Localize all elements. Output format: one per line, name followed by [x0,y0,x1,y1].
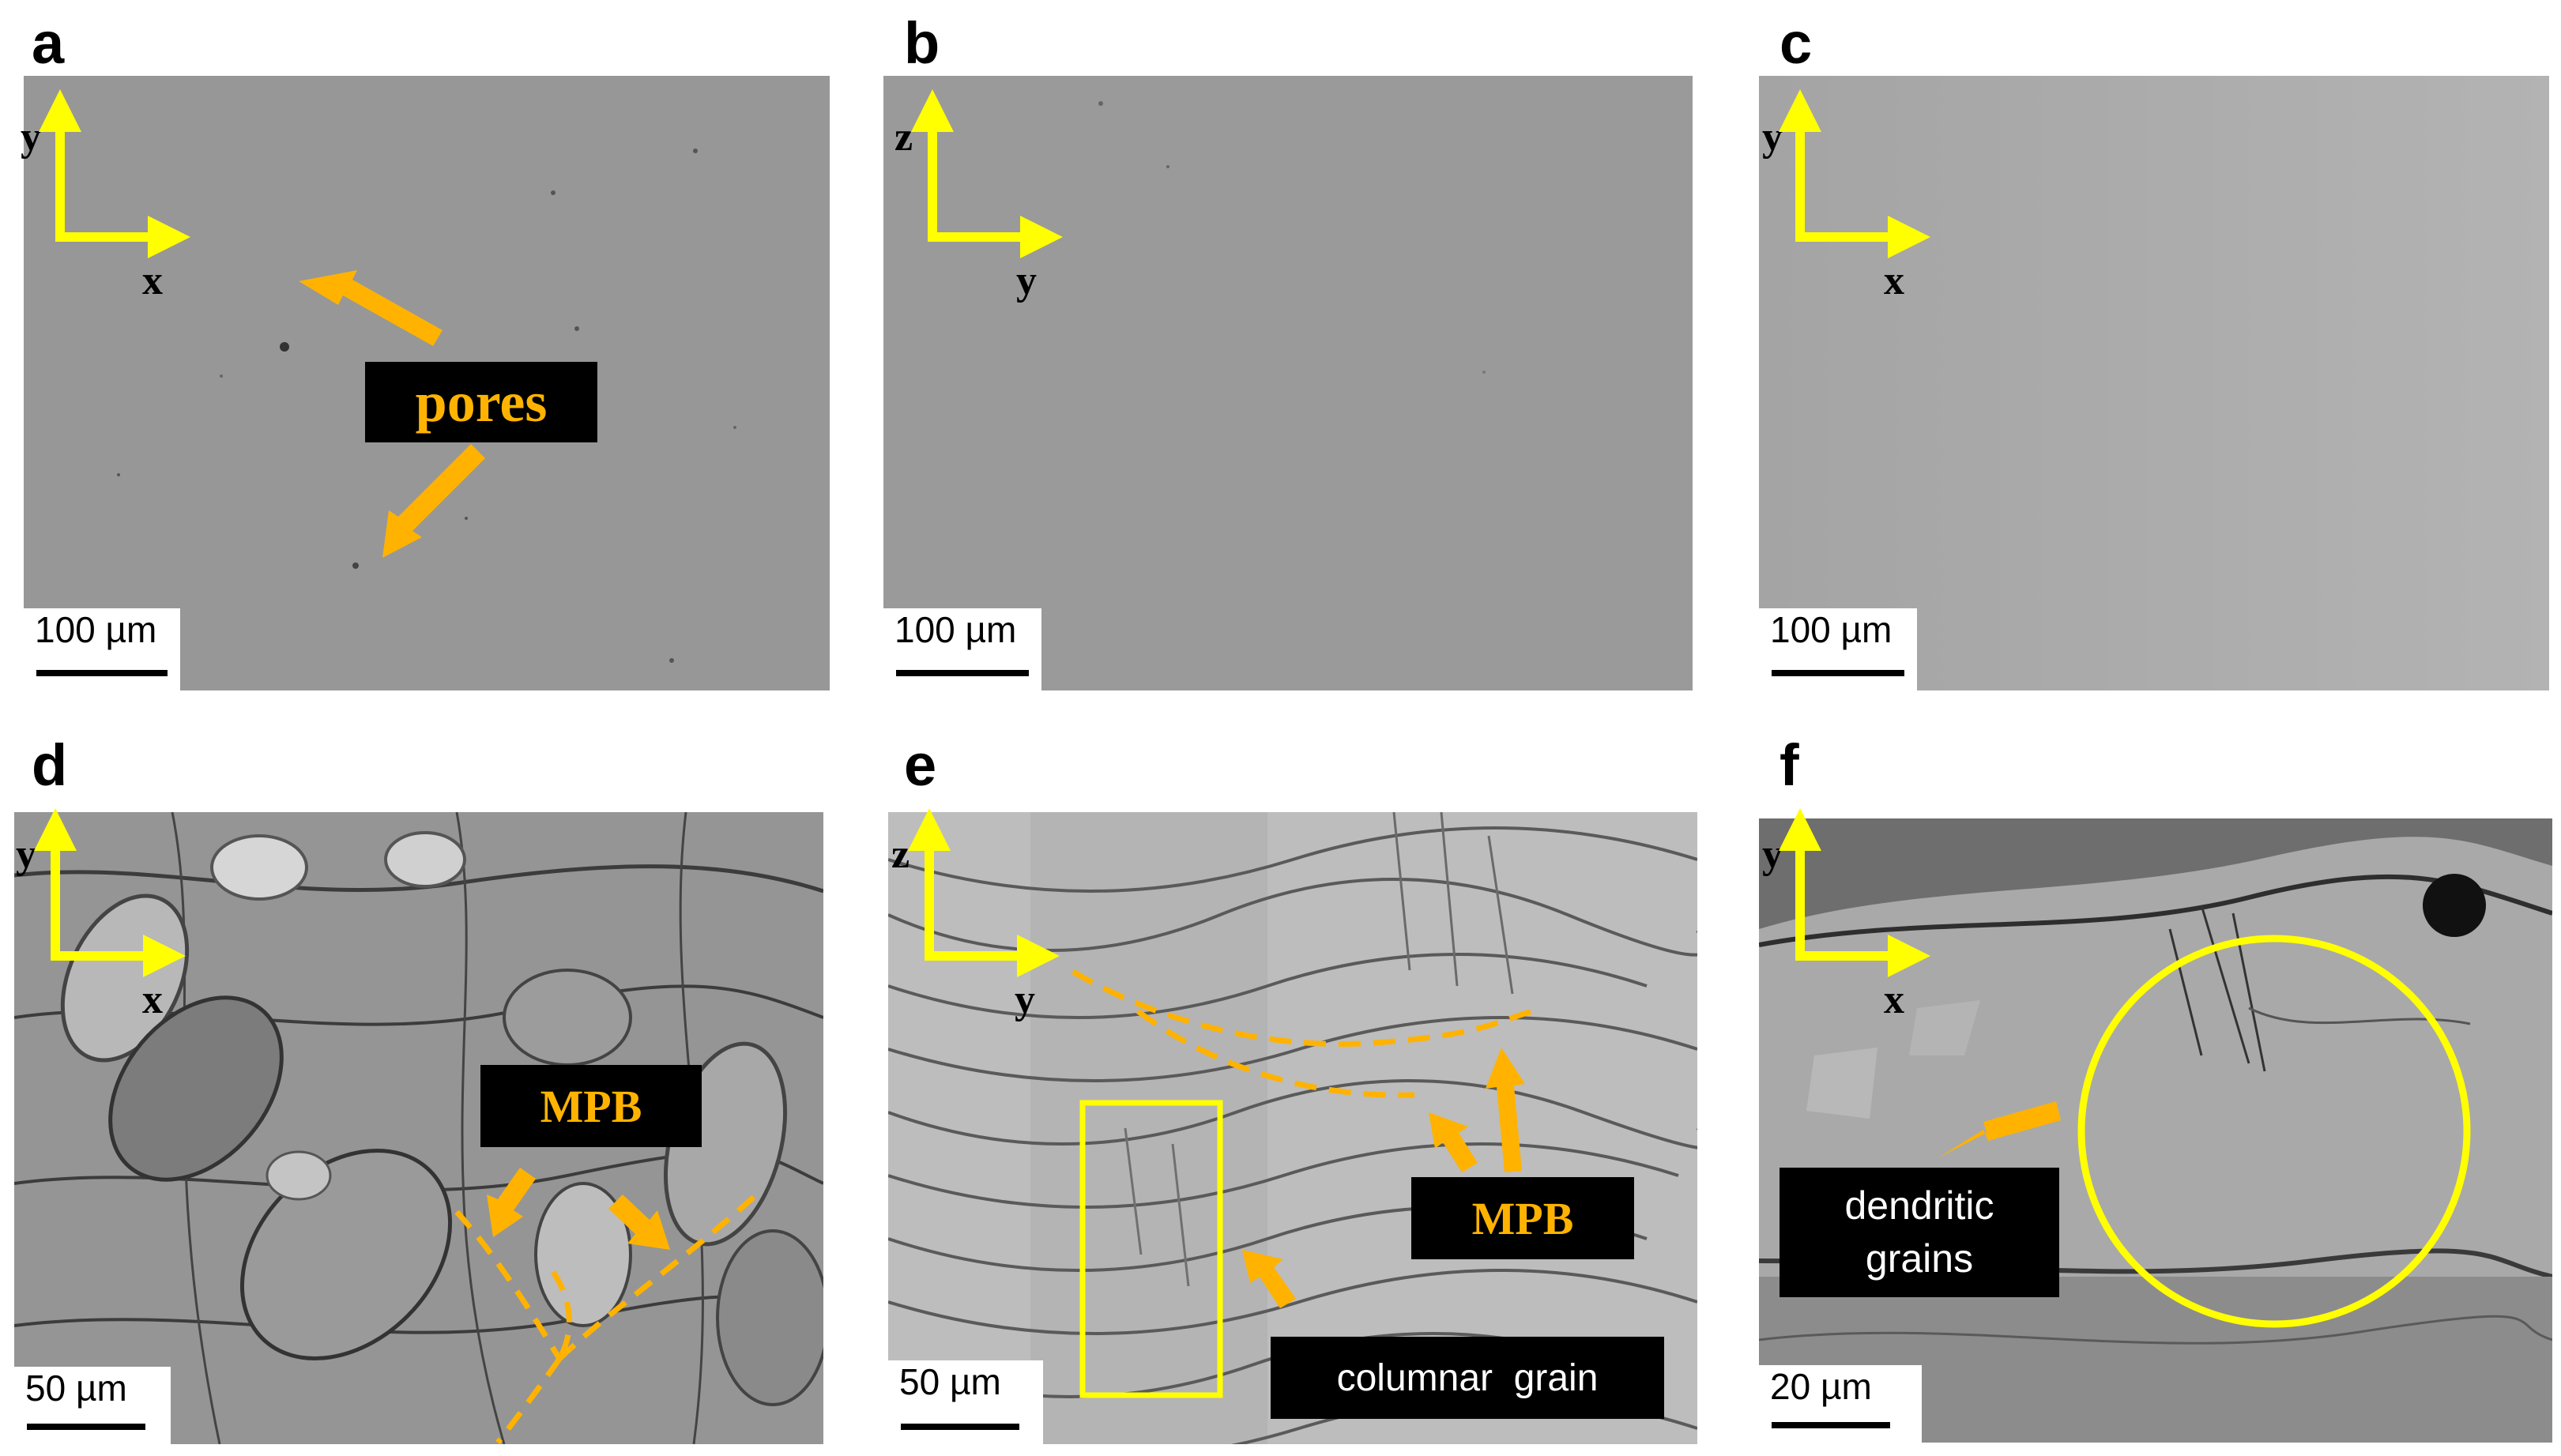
panel-letter-b: b [904,10,940,76]
mpb-e-arrow-left [1429,1112,1478,1172]
scalebar-d: 50 µm [14,1367,171,1444]
scalebar-a-label: 100 µm [35,609,157,650]
micrograph-c-image [1759,76,2549,690]
callout-pores: pores [365,362,597,442]
panel-letter-a: a [32,10,65,76]
axis-label-d-vertical: y [16,832,36,877]
axis-arrows-d [34,808,186,977]
micrograph-b-image [883,76,1693,690]
scalebar-c-line [1772,670,1904,676]
dendritic-grains-outline [2077,935,2471,1328]
callout-pores-text: pores [415,370,548,434]
scalebar-d-line [27,1424,145,1430]
mpb-e-boundary-lower [1136,1009,1415,1098]
scalebar-c-label: 100 µm [1770,609,1893,650]
scalebar-a: 100 µm [24,608,180,690]
scalebar-e: 50 µm [888,1360,1043,1444]
axis-label-e-vertical: z [891,832,910,877]
mpb-d-boundary [454,1189,763,1445]
scalebar-d-label: 50 µm [25,1368,127,1409]
scalebar-e-label: 50 µm [899,1361,1001,1402]
mpb-e-boundary-upper [1071,969,1534,1048]
scalebar-b: 100 µm [883,608,1041,690]
callout-dendritic-line1: dendritic [1844,1183,1994,1228]
scalebar-f-label: 20 µm [1770,1366,1872,1407]
axis-label-f-horizontal: x [1884,977,1904,1022]
callout-dendritic-line2: grains [1865,1236,1974,1281]
scalebar-e-line [901,1424,1019,1430]
scalebar-f-line [1772,1422,1890,1428]
scalebar-b-line [896,670,1029,676]
axis-arrows-a [39,89,190,258]
axis-label-a-vertical: y [21,115,41,160]
axis-arrows-c [1779,89,1930,258]
axis-arrows-b [911,89,1063,258]
callout-dendritic-grains: dendritic grains [1780,1168,2059,1297]
axis-label-c-horizontal: x [1884,258,1904,303]
pores-arrow-lower [382,444,485,558]
axis-arrows-e [908,808,1060,977]
axis-label-a-horizontal: x [142,258,163,303]
panel-letter-c: c [1780,10,1813,76]
axis-arrows-f [1779,808,1930,977]
axis-label-b-horizontal: y [1016,258,1037,303]
axis-label-b-vertical: z [894,115,913,160]
scalebar-f: 20 µm [1759,1365,1922,1443]
dendritic-grains-arrow [1938,1101,2061,1158]
panel-letter-d: d [32,732,68,798]
scalebar-a-line [36,670,168,676]
panel-letter-e: e [904,732,937,798]
axis-label-d-horizontal: x [142,977,163,1022]
columnar-grain-arrow [1242,1250,1296,1308]
mpb-d-arrow-right [608,1195,670,1250]
callout-columnar-grain: columnar grain [1271,1337,1664,1419]
callout-mpb-e-text: MPB [1471,1192,1574,1244]
mpb-e-arrow-right [1486,1048,1525,1172]
callout-mpb-e: MPB [1411,1177,1634,1259]
mpb-d-arrow-left [487,1168,536,1237]
micrograph-b [883,76,1693,690]
pores-arrow-upper [299,270,443,346]
panel-letter-f: f [1780,732,1799,798]
scalebar-c: 100 µm [1759,608,1917,690]
callout-mpb-d: MPB [480,1065,702,1147]
callout-mpb-d-text: MPB [540,1080,642,1132]
micrograph-c [1759,76,2549,690]
axis-label-e-horizontal: y [1015,977,1035,1022]
callout-columnar-grain-text: columnar grain [1336,1356,1599,1399]
scalebar-b-label: 100 µm [894,609,1017,650]
columnar-grain-outline [1079,1100,1223,1398]
